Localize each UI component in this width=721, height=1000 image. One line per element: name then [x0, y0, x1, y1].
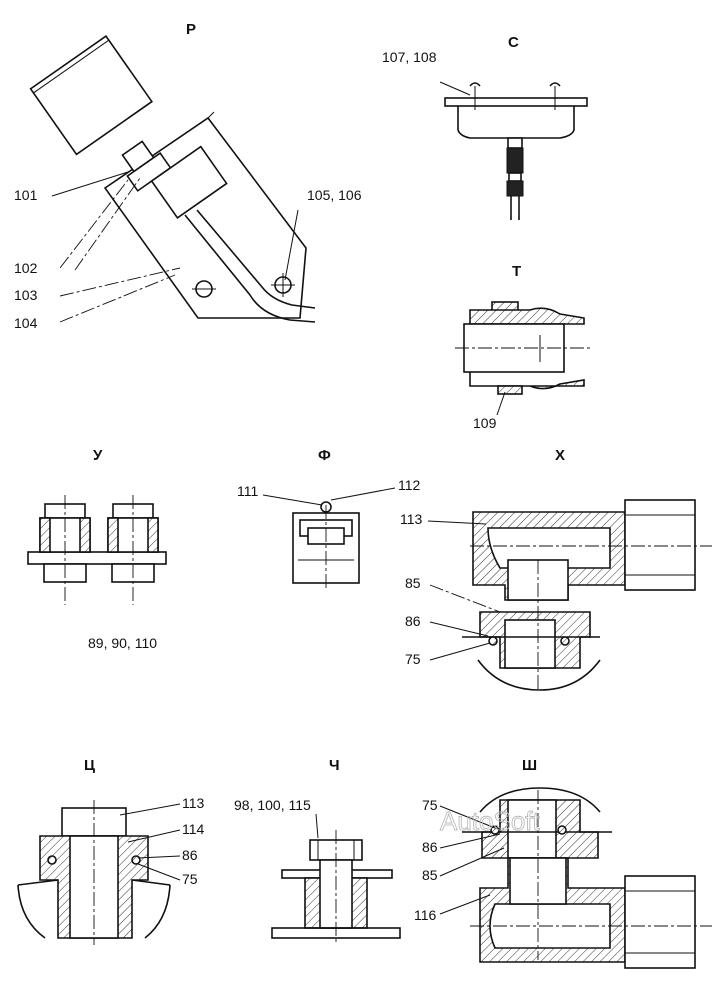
screw-heads [469, 82, 561, 87]
label-sh-86: 86 [422, 839, 438, 855]
view-f-title: Ф [318, 447, 331, 464]
label-98-100-115: 98, 100, 115 [234, 797, 311, 813]
boss-sh [479, 787, 601, 813]
label-ts-86: 86 [182, 847, 198, 863]
label-104: 104 [14, 315, 38, 331]
bolt-right [107, 495, 159, 605]
label-sh-75: 75 [422, 797, 438, 813]
cylinder-body [29, 34, 153, 156]
label-112: 112 [398, 477, 421, 493]
housing [457, 106, 575, 139]
label-ts-114: 114 [182, 821, 205, 837]
view-sh-title: Ш [522, 757, 537, 774]
stem-nut [121, 140, 228, 220]
label-kh-86: 86 [405, 613, 421, 629]
view-ch: Ч 98, 100, 115 [234, 757, 401, 945]
label-101: 101 [14, 187, 38, 203]
label-ts-113: 113 [182, 795, 205, 811]
boss-outline [477, 659, 601, 691]
label-sh-116: 116 [414, 907, 437, 923]
flange-strip [27, 551, 167, 565]
label-89-90-110: 89, 90, 110 [88, 635, 157, 651]
view-t-title: Т [512, 263, 521, 280]
view-p-title: Р [186, 21, 196, 38]
view-u-title: У [93, 447, 103, 464]
view-s: С 107, 108 [382, 34, 588, 220]
view-ch-title: Ч [329, 757, 340, 774]
label-103: 103 [14, 287, 38, 303]
mounting-plate [444, 97, 588, 107]
union-nut-sh [624, 875, 696, 969]
label-kh-113: 113 [400, 511, 423, 527]
view-f: Ф 111 112 [237, 447, 421, 590]
label-102: 102 [14, 260, 38, 276]
boss-ts [17, 884, 171, 939]
base-surface [17, 879, 171, 886]
label-111: 111 [237, 483, 258, 499]
label-109: 109 [473, 415, 497, 431]
label-ts-75: 75 [182, 871, 198, 887]
view-u: У 89, 90, 110 [27, 447, 167, 651]
view-t: Т 109 [455, 263, 590, 431]
label-kh-75: 75 [405, 651, 421, 667]
sleeve-bottom [469, 372, 585, 390]
bracket-plate [103, 116, 307, 319]
label-105-106: 105, 106 [307, 187, 362, 203]
label-sh-85: 85 [422, 867, 438, 883]
label-107-108: 107, 108 [382, 49, 437, 65]
label-kh-85: 85 [405, 575, 421, 591]
sensor-ball [320, 501, 332, 513]
view-ts-title: Ц [84, 757, 95, 774]
bent-rod [184, 214, 316, 323]
sleeve-top [469, 307, 585, 325]
watermark: AutoSoft [440, 806, 541, 836]
union-nut [624, 499, 696, 591]
view-p: Р 101 102 103 104 10 [14, 21, 362, 331]
view-kh: Х 113 85 86 75 [400, 447, 712, 691]
view-kh-title: Х [555, 447, 565, 464]
bolt-left [39, 495, 91, 605]
view-sh: Ш 75 86 85 116 [414, 757, 712, 969]
bent-rod-inner [196, 209, 316, 309]
view-s-title: С [508, 34, 519, 51]
view-ts: Ц 113 114 86 75 [17, 757, 205, 945]
